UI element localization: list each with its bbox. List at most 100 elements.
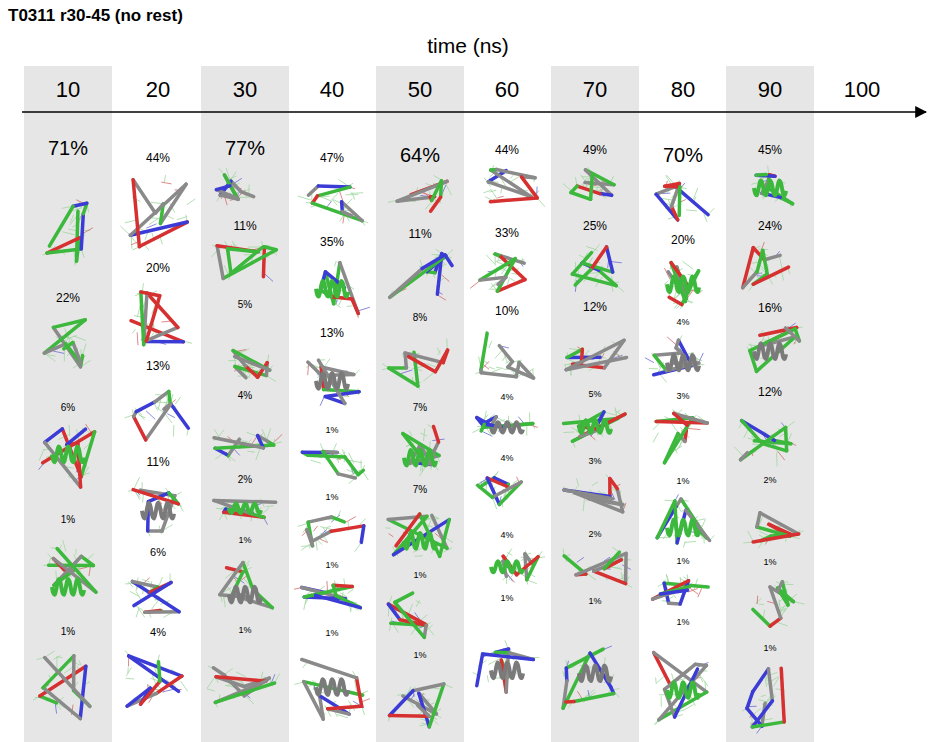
cluster-percent: 10%: [495, 305, 519, 317]
protein-cartoon: [125, 574, 179, 618]
cluster-percent: 1%: [325, 426, 338, 435]
cluster-percent: 12%: [758, 386, 782, 398]
protein-cartoon: [295, 659, 370, 719]
protein-cartoon: [475, 471, 521, 509]
cluster-percent: 16%: [758, 302, 782, 314]
column-band: [201, 66, 289, 742]
protein-cartoon: [563, 407, 625, 447]
cluster-percent: 2%: [238, 475, 252, 485]
protein-cartoon: [484, 165, 545, 207]
protein-cartoon: [302, 443, 368, 483]
protein-cartoon: [475, 333, 533, 378]
protein-cartoon: [390, 249, 453, 300]
axis-title: time (ns): [427, 35, 509, 56]
protein-cartoon: [564, 340, 626, 375]
cluster-percent: 5%: [238, 300, 252, 310]
column-band: [24, 66, 112, 742]
cluster-percent: 24%: [758, 220, 782, 232]
cluster-percent: 6%: [150, 547, 166, 558]
cluster-percent: 4%: [238, 391, 252, 401]
cluster-percent: 11%: [408, 228, 431, 240]
cluster-percent: 1%: [676, 557, 689, 566]
figure-title: T0311 r30-45 (no rest): [8, 6, 183, 26]
cluster-percent: 11%: [233, 220, 256, 232]
protein-cartoon: [33, 651, 90, 718]
protein-cartoon: [473, 640, 540, 692]
protein-cartoon: [44, 320, 90, 368]
time-axis: [22, 111, 926, 113]
protein-cartoon: [747, 323, 803, 371]
protein-cartoon: [316, 261, 370, 318]
cluster-percent: 1%: [676, 477, 689, 486]
protein-cartoon: [131, 283, 192, 345]
cluster-percent: 20%: [671, 234, 695, 246]
cluster-percent: 44%: [495, 144, 519, 156]
cluster-percent: 4%: [500, 393, 513, 402]
time-tick: 90: [758, 79, 782, 101]
protein-cartoon: [751, 166, 792, 207]
protein-cartoon: [125, 650, 188, 706]
protein-cartoon: [491, 548, 545, 584]
protein-cartoon: [128, 477, 183, 536]
cluster-percent: 4%: [500, 454, 513, 463]
cluster-percent: 77%: [225, 138, 265, 158]
cluster-percent: 13%: [146, 360, 170, 372]
protein-cartoon: [572, 244, 624, 291]
cluster-percent: 22%: [56, 292, 80, 304]
protein-cartoon: [652, 574, 708, 604]
protein-cartoon: [307, 359, 360, 406]
cluster-percent: 6%: [61, 403, 75, 413]
protein-cartoon: [220, 561, 273, 608]
protein-cartoon: [43, 540, 96, 594]
time-tick: 100: [844, 79, 881, 101]
protein-cartoon: [742, 668, 785, 733]
cluster-percent: 11%: [146, 456, 169, 468]
protein-cartoon: [214, 498, 276, 524]
protein-cartoon: [645, 335, 704, 382]
cluster-percent: 1%: [325, 629, 338, 638]
protein-cartoon: [562, 646, 619, 708]
time-tick: 70: [583, 79, 607, 101]
cluster-percent: 2%: [588, 530, 601, 539]
cluster-percent: 25%: [583, 220, 607, 232]
cluster-percent: 1%: [238, 536, 251, 545]
cluster-percent: 1%: [763, 558, 776, 567]
protein-cartoon: [654, 653, 709, 725]
cluster-percent: 1%: [325, 561, 338, 570]
protein-cartoon: [211, 241, 276, 281]
protein-cartoon: [664, 261, 703, 308]
cluster-percent: 71%: [48, 138, 88, 158]
cluster-percent: 1%: [763, 644, 776, 653]
cluster-percent: 49%: [583, 144, 607, 156]
cluster-percent: 35%: [320, 236, 344, 248]
column-band: [726, 66, 814, 742]
protein-cartoon: [753, 582, 805, 626]
column-band: [376, 66, 464, 742]
cluster-percent: 3%: [676, 392, 689, 401]
cluster-percent: 1%: [325, 493, 338, 502]
cluster-percent: 64%: [400, 145, 440, 165]
protein-cartoon: [207, 666, 280, 708]
protein-cartoon: [743, 242, 790, 291]
cluster-percent: 7%: [413, 403, 427, 413]
cluster-percent: 33%: [495, 227, 519, 239]
cluster-percent: 5%: [588, 390, 601, 399]
cluster-percent: 44%: [146, 152, 170, 164]
cluster-percent: 1%: [676, 618, 689, 627]
cluster-percent: 1%: [61, 515, 75, 525]
protein-cartoon: [743, 513, 803, 548]
protein-cartoon: [470, 253, 525, 291]
cluster-percent: 45%: [758, 144, 782, 156]
cluster-percent: 1%: [238, 626, 251, 635]
protein-cartoon: [563, 474, 626, 511]
column-band: [551, 66, 639, 742]
cluster-percent: 20%: [146, 262, 170, 274]
protein-cartoon: [403, 424, 445, 475]
time-tick: 40: [320, 79, 344, 101]
protein-cartoon: [294, 578, 360, 612]
cluster-percent: 7%: [413, 485, 427, 495]
cluster-percent: 1%: [61, 627, 75, 637]
cluster-percent: 1%: [413, 651, 426, 660]
protein-cartoon: [388, 175, 452, 211]
